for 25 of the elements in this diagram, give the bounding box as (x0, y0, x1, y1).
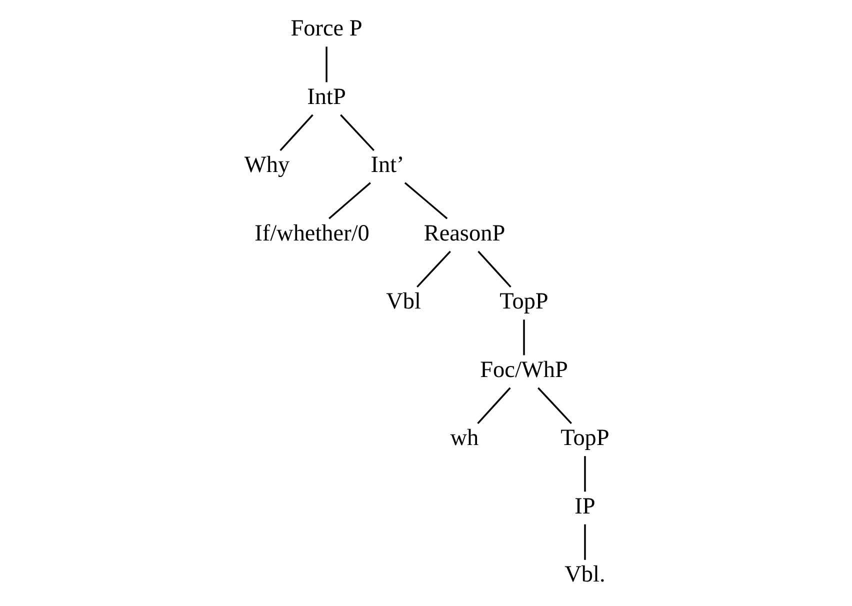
connector (584, 456, 586, 492)
node-text: TopP (500, 288, 548, 315)
connector (416, 250, 451, 288)
node-text: IntP (307, 84, 346, 110)
connector (404, 182, 448, 220)
node-text: Vbl. (564, 561, 606, 588)
node-text: Int’ (370, 152, 404, 178)
connector (584, 524, 586, 560)
node-text: ReasonP (424, 220, 506, 246)
connector (280, 114, 314, 152)
node-text: IP (574, 493, 596, 520)
connector (340, 114, 375, 152)
node-text: Foc/WhP (480, 356, 568, 383)
node-text: Force P (290, 16, 362, 42)
node-text: TopP (560, 425, 610, 451)
connector (477, 387, 511, 424)
connector (538, 387, 572, 424)
node-text: Vbl (386, 288, 421, 315)
connector (523, 320, 525, 356)
node-text: Why (244, 152, 290, 178)
connector (328, 182, 371, 220)
node-text: wh (450, 425, 479, 451)
connector (326, 46, 328, 82)
connector (478, 250, 512, 288)
node-text: If/whether/0 (254, 220, 370, 246)
